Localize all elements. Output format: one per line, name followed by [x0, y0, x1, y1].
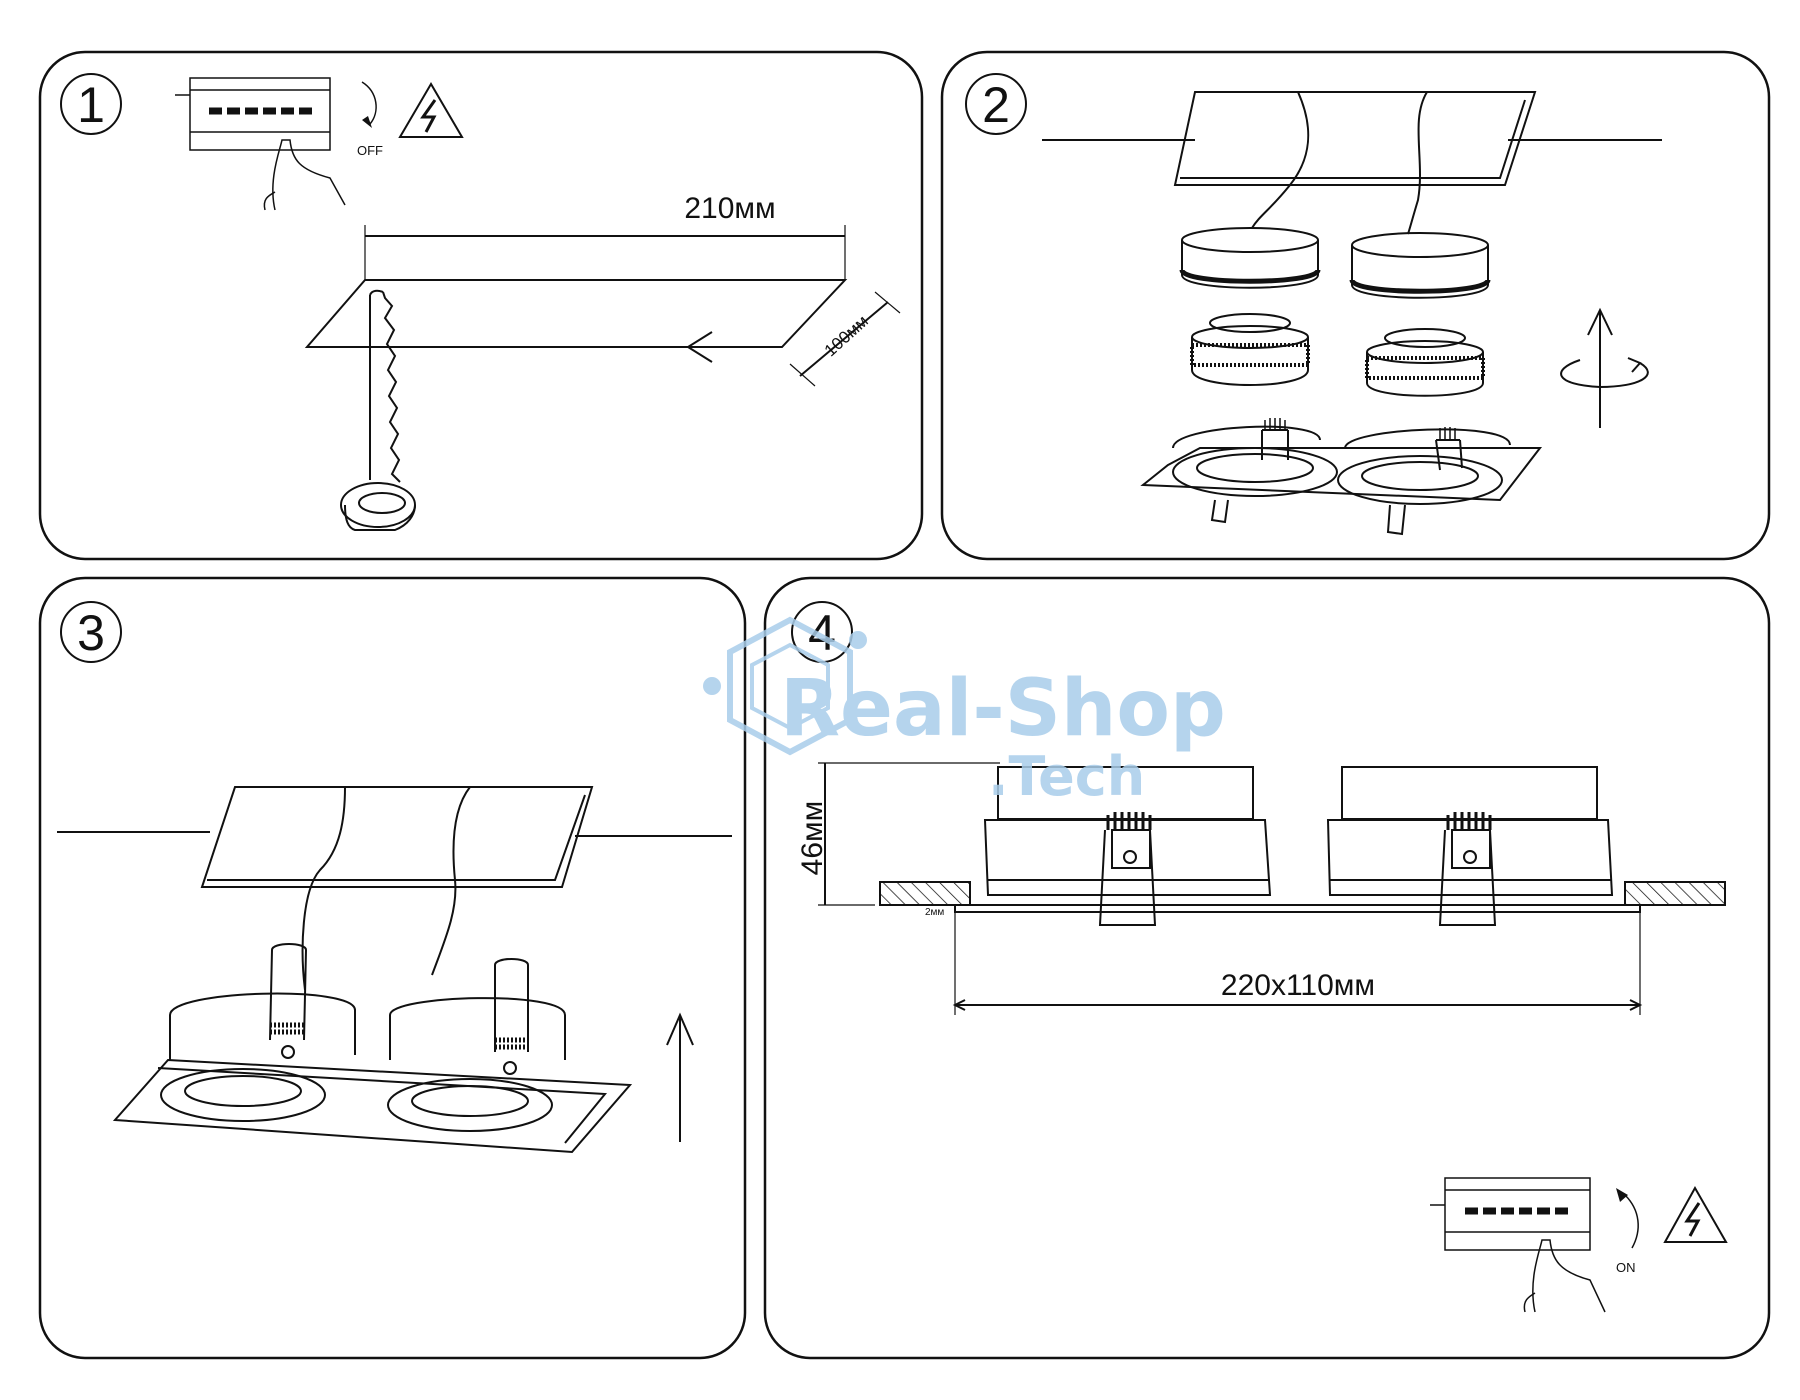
watermark: Real-Shop .Tech	[703, 616, 1226, 808]
step-2-badge	[965, 73, 1027, 135]
high-voltage-icon	[1663, 1185, 1728, 1243]
height-dimension: 46мм	[796, 801, 829, 876]
depth-dimension: 100мм	[821, 312, 872, 361]
step-2-panel	[940, 50, 1771, 561]
breaker-panel-icon	[175, 77, 346, 211]
watermark-brand: Real-Shop	[780, 664, 1226, 754]
logo-icon	[703, 616, 867, 756]
step-2-number: 2	[982, 77, 1010, 133]
rotate-icon	[1560, 357, 1649, 389]
watermark-domain: .Tech	[988, 745, 1145, 808]
width-dimension: 210мм	[684, 192, 775, 225]
high-voltage-icon	[398, 82, 464, 138]
thickness-dimension: 2мм	[925, 907, 944, 918]
step-3-number: 3	[77, 605, 105, 661]
rotate-arrow-icon	[361, 81, 377, 125]
step-3-panel	[38, 576, 747, 1360]
off-label: OFF	[357, 143, 383, 158]
size-dimension: 220x110мм	[1221, 969, 1375, 1002]
step-1-panel	[38, 50, 924, 561]
step-1-badge	[60, 73, 122, 135]
arrow-left-icon	[686, 331, 755, 363]
step-1-number: 1	[77, 77, 105, 133]
up-arrow-icon	[666, 1012, 694, 1142]
up-arrow-icon	[1587, 307, 1613, 428]
on-label: ON	[1616, 1260, 1636, 1275]
jigsaw-icon	[340, 289, 416, 531]
breaker-panel-icon	[1430, 1177, 1606, 1313]
step-3-badge	[60, 601, 122, 663]
rotate-arrow-icon	[1624, 1194, 1639, 1249]
step-4-panel	[763, 576, 1771, 1360]
